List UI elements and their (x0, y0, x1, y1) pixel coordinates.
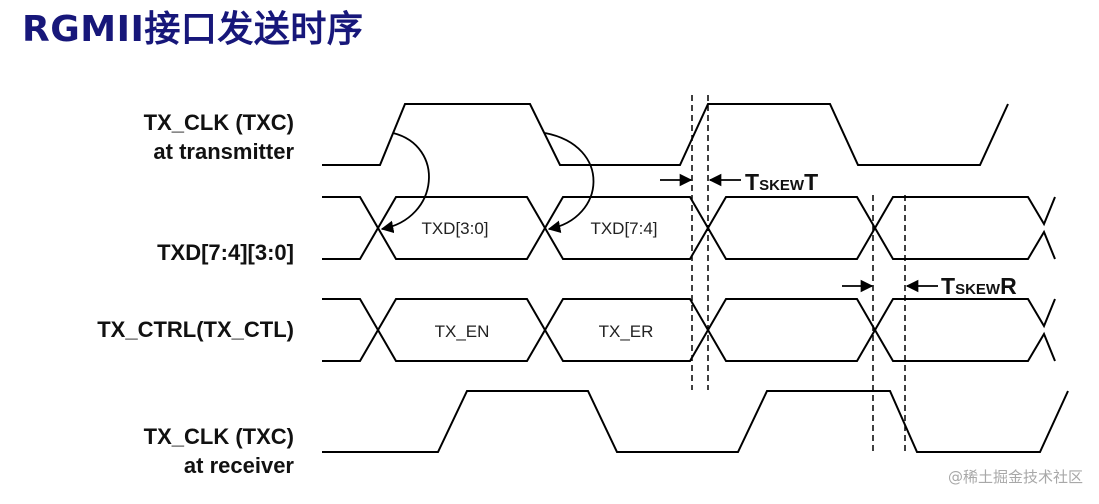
txd-low-label: TXD[3:0] (421, 219, 488, 238)
waveform-tx-ctrl-bottom (322, 328, 1056, 362)
watermark: @稀土掘金技术社区 (947, 468, 1083, 486)
page-title: RGMII接口发送时序 (22, 9, 364, 50)
edge-arrow-first (380, 132, 430, 234)
edge-arrow-second (544, 132, 595, 234)
skew-t-label: TSKEWT (745, 169, 818, 195)
label-tx-ctrl: TX_CTRL(TX_CTL) (97, 317, 294, 342)
tx-en-label: TX_EN (435, 322, 490, 341)
label-tx-clk-receiver-line1: TX_CLK (TXC) (143, 424, 294, 449)
waveform-tx-clk-transmitter (322, 103, 1009, 166)
label-txd: TXD[7:4][3:0] (157, 240, 294, 265)
label-tx-clk-transmitter-line1: TX_CLK (TXC) (143, 110, 294, 135)
waveform-tx-clk-receiver (322, 390, 1069, 453)
label-tx-clk-receiver-line2: at receiver (183, 453, 294, 478)
label-tx-clk-transmitter-line2: at transmitter (153, 139, 294, 164)
waveform-txd-bottom (322, 226, 1056, 260)
skew-r-label: TSKEWR (941, 273, 1017, 299)
tx-er-label: TX_ER (599, 322, 654, 341)
txd-high-label: TXD[7:4] (590, 219, 657, 238)
waveform-txd-top (322, 196, 1056, 230)
waveform-tx-ctrl-top (322, 298, 1056, 332)
